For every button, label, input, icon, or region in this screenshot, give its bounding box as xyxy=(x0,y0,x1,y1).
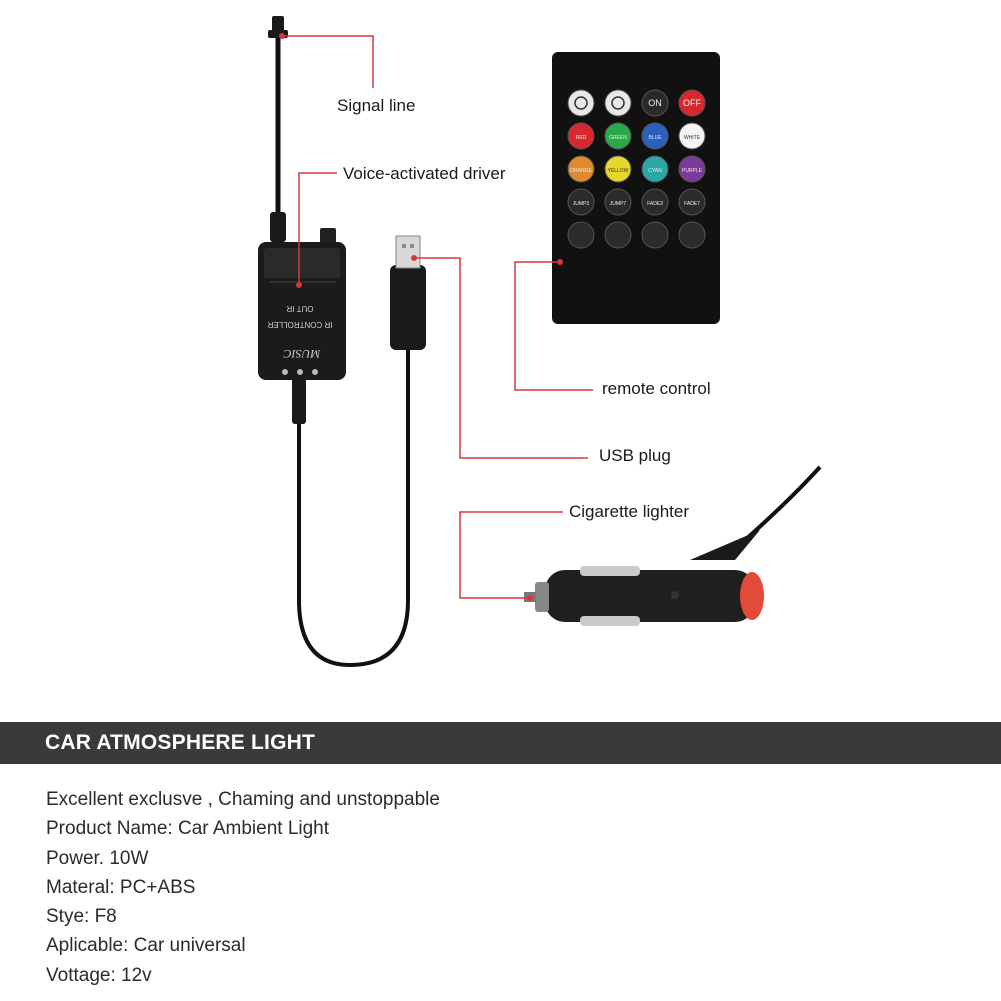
remote-button-label: ON xyxy=(648,98,662,108)
remote-control: ON OFF RED GREEN BLUE WHITE ORANGE YELLOW CYAN PU… xyxy=(552,52,720,324)
remote-button-grid: ON OFF RED GREEN BLUE WHITE ORANGE YELLOW CYAN PU… xyxy=(567,89,706,249)
remote-button xyxy=(678,188,706,216)
remote-button xyxy=(678,122,706,150)
remote-button-label: JUMP7 xyxy=(610,201,627,207)
remote-button-label: BLUE xyxy=(648,135,662,141)
callout-lines xyxy=(282,35,593,599)
remote-button xyxy=(641,89,669,117)
remote-button-label: ORANGE xyxy=(570,168,592,174)
callout-voice-driver: Voice-activated driver xyxy=(343,164,506,183)
remote-button-label: CYAN xyxy=(648,168,662,174)
remote-button-label: GREEN xyxy=(609,135,627,141)
remote-button-label: FADE3 xyxy=(647,201,663,207)
remote-button xyxy=(567,89,595,117)
product-diagram: MUSIC IR CONTROLLER OUT IR ON OFF RED GREEN… xyxy=(258,16,822,668)
callout-cigarette-lighter: Cigarette lighter xyxy=(569,502,690,521)
remote-button-label: JUMP3 xyxy=(573,201,590,207)
callout-dots xyxy=(279,33,563,601)
remote-button xyxy=(567,188,595,216)
spec-item: Vottage: 12v xyxy=(46,964,152,986)
remote-button xyxy=(678,221,706,249)
remote-button xyxy=(567,221,595,249)
section-banner: CAR ATMOSPHERE LIGHT xyxy=(0,722,1001,764)
spec-item: Excellent exclusve , Chaming and unstopp… xyxy=(46,789,440,810)
remote-button-label: FADE7 xyxy=(684,201,700,207)
callout-remote-control: remote control xyxy=(602,379,711,398)
remote-button xyxy=(604,122,632,150)
remote-button xyxy=(604,221,632,249)
spec-item: Product Name: Car Ambient Light xyxy=(46,818,330,840)
signal-line-cable xyxy=(268,16,288,242)
remote-button xyxy=(641,221,669,249)
remote-button xyxy=(678,155,706,183)
spec-item: Power. 10W xyxy=(46,847,149,869)
remote-button xyxy=(641,188,669,216)
spec-list: Excellent exclusve , Chaming and unstopp… xyxy=(46,788,440,993)
remote-button-label: WHITE xyxy=(684,135,701,141)
controller-brand-text: MUSIC xyxy=(283,347,322,361)
remote-button xyxy=(604,188,632,216)
remote-button-label: YELLOW xyxy=(608,168,629,174)
remote-button xyxy=(604,155,632,183)
callout-signal-line: Signal line xyxy=(337,96,416,115)
controller-model-text: IR CONTROLLER xyxy=(267,320,332,329)
controller-ports-text: OUT IR xyxy=(286,304,313,313)
remote-button xyxy=(641,122,669,150)
remote-button-label: OFF xyxy=(683,98,701,108)
brightness-up-icon xyxy=(574,96,588,110)
brightness-down-icon xyxy=(611,96,625,110)
spec-item: Materal: PC+ABS xyxy=(46,876,196,898)
ir-controller-box: MUSIC IR CONTROLLER OUT IR xyxy=(258,228,346,380)
remote-button xyxy=(604,89,632,117)
remote-button xyxy=(567,122,595,150)
remote-button-label: RED xyxy=(576,135,587,141)
remote-button xyxy=(678,89,706,117)
remote-button xyxy=(567,155,595,183)
remote-button-label: PURPLE xyxy=(682,168,703,174)
remote-button xyxy=(641,155,669,183)
spec-item: Stye: F8 xyxy=(46,906,117,928)
cigarette-lighter-plug xyxy=(524,465,822,626)
spec-item: Aplicable: Car universal xyxy=(46,935,246,957)
callout-usb-plug: USB plug xyxy=(599,446,671,465)
banner-title: CAR ATMOSPHERE LIGHT xyxy=(45,731,315,754)
usb-cable xyxy=(292,235,426,668)
